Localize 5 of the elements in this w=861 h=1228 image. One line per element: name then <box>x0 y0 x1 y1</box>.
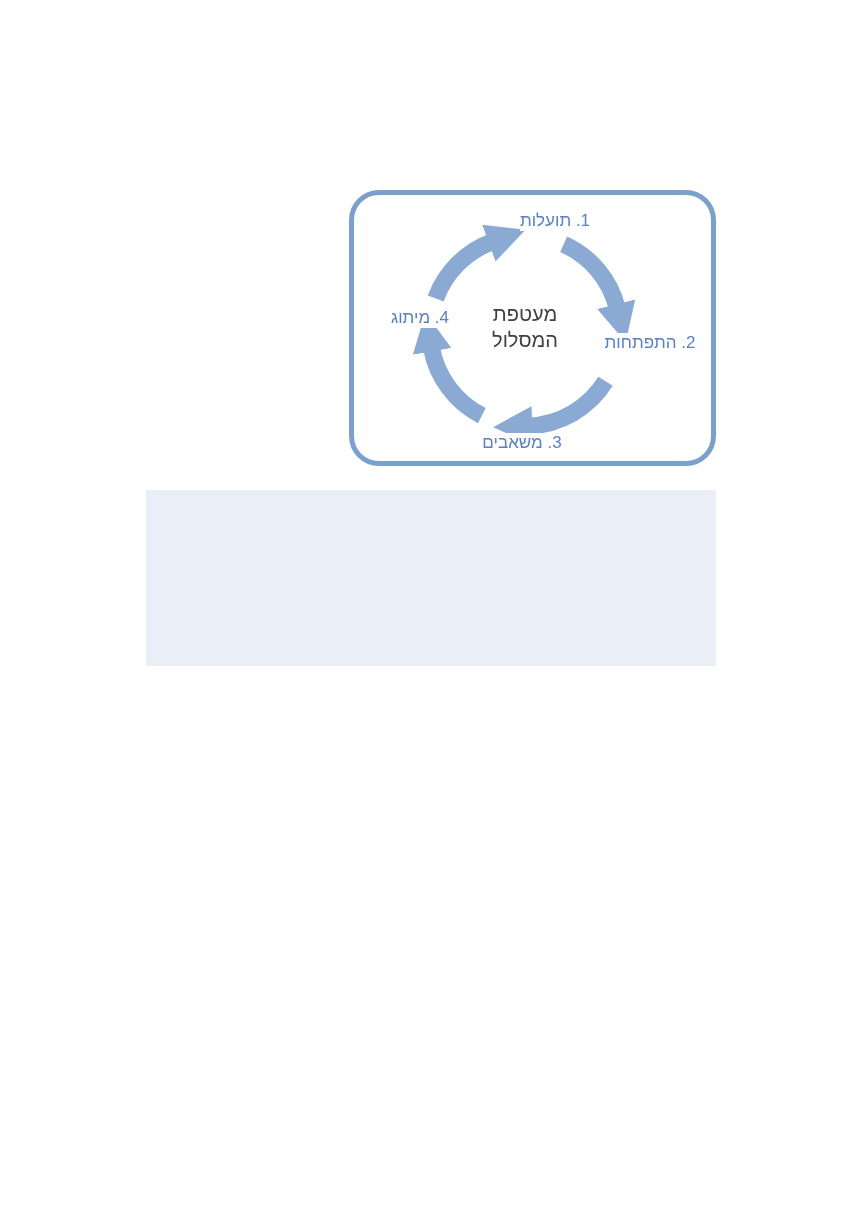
center-title: מעטפת המסלול <box>491 302 559 353</box>
step-label: 1. תועלות <box>519 211 591 231</box>
step-label: 4. מיתוג <box>391 308 449 328</box>
curved-arrow <box>427 225 525 302</box>
rounded-frame <box>349 190 716 466</box>
